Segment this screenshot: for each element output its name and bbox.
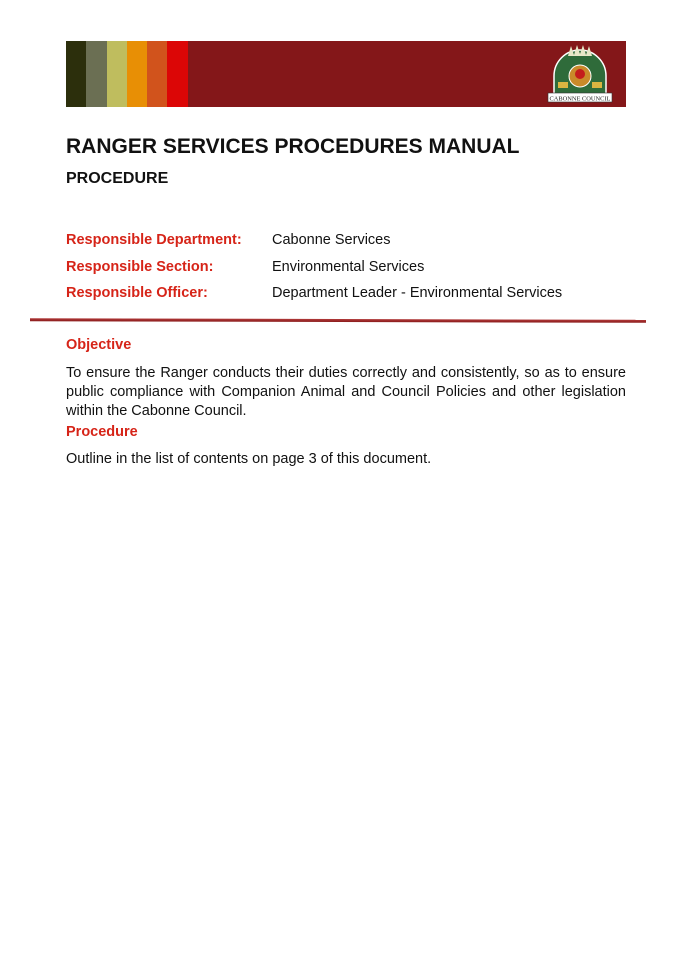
page-title: RANGER SERVICES PROCEDURES MANUAL xyxy=(66,135,520,158)
cabonne-council-logo: CABONNE COUNCIL xyxy=(547,45,613,103)
objective-text: To ensure the Ranger conducts their duti… xyxy=(66,365,626,419)
meta-value: Department Leader - Environmental Servic… xyxy=(272,285,563,301)
color-stripe xyxy=(66,41,87,107)
objective-heading: Objective xyxy=(66,337,132,353)
responsibility-table: Responsible Department: Cabonne Services… xyxy=(66,232,562,312)
procedure-text: Outline in the list of contents on page … xyxy=(66,451,432,467)
color-stripe xyxy=(147,41,168,107)
page-subtitle: PROCEDURE xyxy=(66,170,169,187)
meta-label: Responsible Section: xyxy=(66,258,214,275)
color-stripe xyxy=(86,41,107,107)
color-stripe xyxy=(126,41,148,107)
meta-row-section: Responsible Section: Environmental Servi… xyxy=(66,259,562,286)
meta-label: Responsible Officer: xyxy=(66,285,208,301)
header-banner: CABONNE COUNCIL xyxy=(66,41,626,107)
meta-row-officer: Responsible Officer: Department Leader -… xyxy=(66,285,562,312)
divider xyxy=(29,318,647,323)
meta-row-department: Responsible Department: Cabonne Services xyxy=(66,232,562,259)
meta-value: Cabonne Services xyxy=(272,232,391,248)
color-stripe xyxy=(167,41,188,107)
procedure-heading: Procedure xyxy=(66,424,138,440)
color-stripe xyxy=(106,41,127,107)
svg-text:CABONNE COUNCIL: CABONNE COUNCIL xyxy=(550,96,611,103)
meta-label: Responsible Department: xyxy=(66,232,242,248)
meta-value: Environmental Services xyxy=(272,258,425,275)
